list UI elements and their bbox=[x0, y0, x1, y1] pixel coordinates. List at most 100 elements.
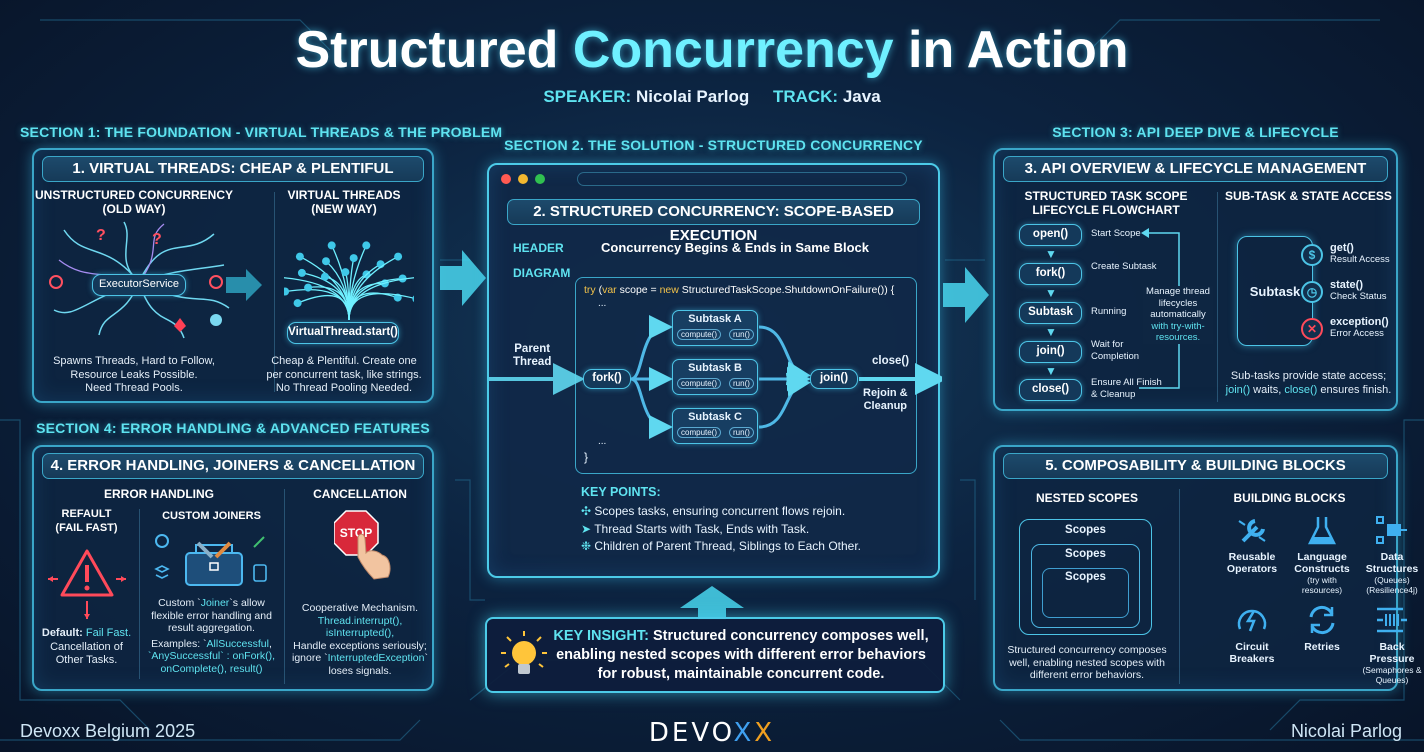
accessor: exception()Error Access bbox=[1330, 316, 1389, 339]
section4-label: SECTION 4: ERROR HANDLING & ADVANCED FEA… bbox=[36, 420, 430, 436]
tree-icon: ❉ bbox=[581, 539, 592, 553]
stop-sign-hand-icon: STOP bbox=[334, 510, 391, 580]
lifecycle-step: open() bbox=[1019, 224, 1082, 246]
panel-title: 3. API OVERVIEW & LIFECYCLE MANAGEMENT bbox=[1003, 156, 1388, 182]
arrow-down-icon: ▼ bbox=[1045, 247, 1057, 261]
virtual-threads-tree-icon bbox=[284, 241, 414, 321]
joiners-desc: Custom `Joiner`s allow flexible error ha… bbox=[147, 597, 276, 675]
state-access-note: Sub-tasks provide state access;join() wa… bbox=[1225, 370, 1392, 396]
subtask-name: Subtask B bbox=[688, 362, 742, 374]
panel-title: 1. VIRTUAL THREADS: CHEAP & PLENTIFUL bbox=[42, 156, 424, 182]
old-way-desc: Spawns Threads, Hard to Follow,Resource … bbox=[53, 355, 215, 394]
window-maximize-dot[interactable] bbox=[535, 174, 545, 184]
code-ellipsis: ... bbox=[598, 298, 607, 309]
building-block: Data Structures (Queues) (Resilience4j) bbox=[1357, 513, 1424, 595]
devoxx-logo: DEVOXX bbox=[648, 718, 776, 748]
diagram-label: DIAGRAM bbox=[513, 266, 571, 280]
wrench-icon bbox=[1238, 519, 1266, 543]
flask-icon bbox=[1307, 517, 1337, 545]
solution-window: 2. STRUCTURED CONCURRENCY: SCOPE-BASED E… bbox=[487, 163, 942, 578]
key-point: ➤ Thread Starts with Task, Ends with Tas… bbox=[581, 521, 810, 536]
panel-title: 4. ERROR HANDLING, JOINERS & CANCELLATIO… bbox=[42, 453, 424, 479]
toolbox-icon bbox=[154, 534, 267, 586]
panel-virtual-threads: 1. VIRTUAL THREADS: CHEAP & PLENTIFUL UN… bbox=[32, 148, 434, 403]
custom-joiners-title: CUSTOM JOINERS bbox=[162, 510, 261, 522]
new-way-title: VIRTUAL THREADS(NEW WAY) bbox=[287, 188, 401, 216]
lifecycle-step-label: Wait for Completion bbox=[1091, 339, 1140, 362]
window-close-dot[interactable] bbox=[501, 174, 511, 184]
dollar-icon: $ bbox=[1301, 244, 1323, 266]
fork-join-flow-arrows bbox=[489, 315, 942, 439]
code-try-line: try (var scope = new StructuredTaskScope… bbox=[584, 284, 895, 296]
cancellation-title: CANCELLATION bbox=[313, 487, 407, 501]
scope-outer: Scopes Scopes Scopes bbox=[1019, 519, 1152, 635]
close-call-label: close() bbox=[872, 355, 910, 367]
code-ellipsis: ... bbox=[598, 436, 607, 447]
window-minimize-dot[interactable] bbox=[518, 174, 528, 184]
lifecycle-step-label: Start Scope bbox=[1091, 228, 1141, 239]
scope-label: Scopes bbox=[1065, 548, 1106, 560]
key-point: ✣ Scopes tasks, ensuring concurrent flow… bbox=[581, 504, 846, 518]
panel-title: 5. COMPOSABILITY & BUILDING BLOCKS bbox=[1003, 453, 1388, 479]
subtask-method: run() bbox=[729, 378, 754, 389]
subtask-node: Subtask B compute() run() bbox=[672, 359, 758, 395]
subtask-method: run() bbox=[729, 329, 754, 340]
arrow-to-section2-icon bbox=[440, 250, 486, 306]
back-pressure-icon bbox=[1377, 607, 1407, 633]
join-node: join() bbox=[810, 369, 858, 389]
building-blocks-title: BUILDING BLOCKS bbox=[1233, 491, 1346, 505]
key-insight-text: KEY INSIGHT: Structured concurrency comp… bbox=[553, 628, 929, 682]
nested-scopes-title: NESTED SCOPES bbox=[1035, 491, 1139, 505]
state-access-title: SUB-TASK & STATE ACCESS bbox=[1225, 189, 1392, 203]
network-icon: ✣ bbox=[581, 504, 592, 518]
fork-node: fork() bbox=[583, 369, 631, 389]
footer-event: Devoxx Belgium 2025 bbox=[20, 721, 196, 741]
header-label: HEADER bbox=[513, 241, 564, 255]
lifecycle-step-label: Running bbox=[1091, 306, 1127, 317]
error-handling-title: ERROR HANDLING bbox=[104, 487, 214, 501]
subtask-method: compute() bbox=[677, 378, 722, 389]
section2-label: SECTION 2. THE SOLUTION - STRUCTURED CON… bbox=[504, 137, 923, 153]
section1-label: SECTION 1: THE FOUNDATION - VIRTUAL THRE… bbox=[20, 124, 503, 140]
scope-label: Scopes bbox=[1065, 524, 1106, 536]
arrow-down-icon: ▼ bbox=[1045, 286, 1057, 300]
svg-text:?: ? bbox=[96, 227, 106, 244]
accessor: state()Check Status bbox=[1330, 279, 1387, 302]
rejoin-cleanup-label: Rejoin &Cleanup bbox=[863, 387, 908, 412]
window-address-bar bbox=[577, 172, 907, 186]
scope-label: Scopes bbox=[1065, 571, 1106, 583]
subtask-method: run() bbox=[729, 427, 754, 438]
key-insight-box: KEY INSIGHT: Structured concurrency comp… bbox=[485, 617, 945, 693]
lifecycle-step: close() bbox=[1019, 379, 1082, 401]
panel-error-handling: 4. ERROR HANDLING, JOINERS & CANCELLATIO… bbox=[32, 445, 434, 691]
subtask-name: Subtask A bbox=[688, 313, 742, 325]
arrow-down-icon: ▼ bbox=[1045, 325, 1057, 339]
key-points-list: ✣ Scopes tasks, ensuring concurrent flow… bbox=[581, 503, 861, 556]
scope-middle: Scopes Scopes bbox=[1031, 544, 1140, 628]
lightbulb-icon bbox=[501, 631, 547, 674]
panel-composability: 5. COMPOSABILITY & BUILDING BLOCKS NESTE… bbox=[993, 445, 1422, 691]
svg-text:?: ? bbox=[152, 231, 162, 248]
subtask-name: Subtask C bbox=[688, 411, 742, 423]
lifecycle-step-label: Ensure All Finish & Cleanup bbox=[1091, 377, 1162, 400]
page-title: Structured Concurrency in Action bbox=[295, 21, 1129, 79]
old-way-title: UNSTRUCTURED CONCURRENCY(OLD WAY) bbox=[35, 188, 233, 216]
subtask-method: compute() bbox=[677, 329, 722, 340]
svg-text:STOP: STOP bbox=[340, 526, 372, 540]
subtask-label: Subtask bbox=[1249, 284, 1301, 299]
lifecycle-step-label: Create Subtask bbox=[1091, 261, 1157, 272]
lifecycle-step: join() bbox=[1019, 341, 1082, 363]
header-text: Concurrency Begins & Ends in Same Block bbox=[601, 240, 870, 255]
panel-api-lifecycle: 3. API OVERVIEW & LIFECYCLE MANAGEMENT S… bbox=[993, 148, 1398, 411]
retry-icon bbox=[1309, 605, 1335, 635]
scope-inner: Scopes bbox=[1042, 568, 1129, 618]
footer-speaker: Nicolai Parlog bbox=[1290, 721, 1402, 741]
